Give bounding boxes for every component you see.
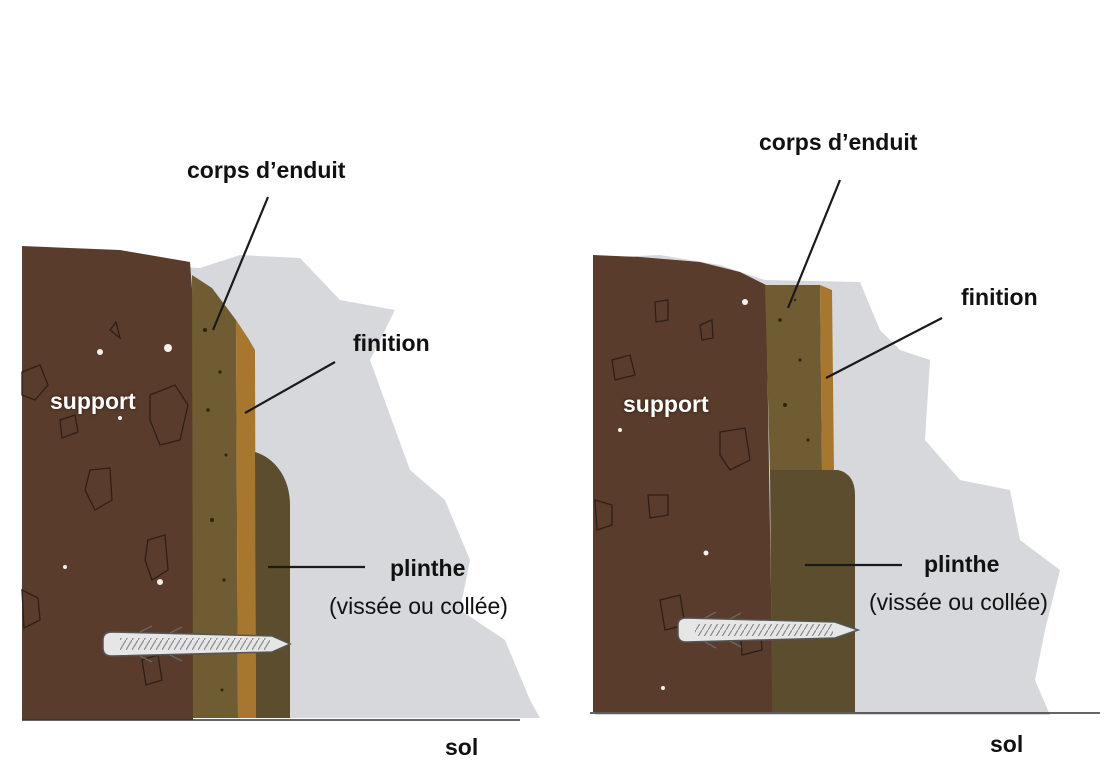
- enduit-layer-right: [765, 285, 822, 472]
- support-block-right: [593, 255, 773, 712]
- label-support-right: support: [623, 391, 709, 417]
- screw-left: [102, 625, 292, 663]
- label-plinthe-left: plinthe: [390, 555, 466, 581]
- label-finition-left: finition: [353, 330, 430, 356]
- label-plinthe-note-left: (vissée ou collée): [329, 593, 508, 619]
- support-voids-left: [63, 344, 172, 585]
- label-plinthe-right: plinthe: [924, 551, 1000, 577]
- enduit-grain-left: [203, 328, 228, 692]
- leader-lines-left: [211, 196, 365, 569]
- panel-left: [21, 196, 540, 721]
- enduit-grain-right: [778, 298, 810, 442]
- label-plinthe-note-right: (vissée ou collée): [869, 589, 1048, 615]
- support-aggregate-left: [21, 320, 189, 686]
- label-corps-enduit-right: corps d’enduit: [759, 129, 918, 155]
- support-voids-right: [618, 299, 748, 690]
- plinthe-right: [770, 470, 855, 712]
- plinthe-left: [255, 452, 290, 718]
- label-sol-right: sol: [990, 731, 1024, 757]
- support-block-left: [22, 246, 195, 720]
- leader-lines-right: [786, 179, 943, 567]
- label-sol-left: sol: [445, 734, 479, 760]
- finition-layer-left: [236, 320, 256, 718]
- label-finition-right: finition: [961, 284, 1038, 310]
- label-support-left: support: [50, 388, 136, 414]
- enduit-layer-left: [192, 275, 238, 718]
- screw-right: [677, 611, 861, 649]
- panel-right: [590, 179, 1100, 715]
- label-corps-enduit-left: corps d’enduit: [187, 157, 346, 183]
